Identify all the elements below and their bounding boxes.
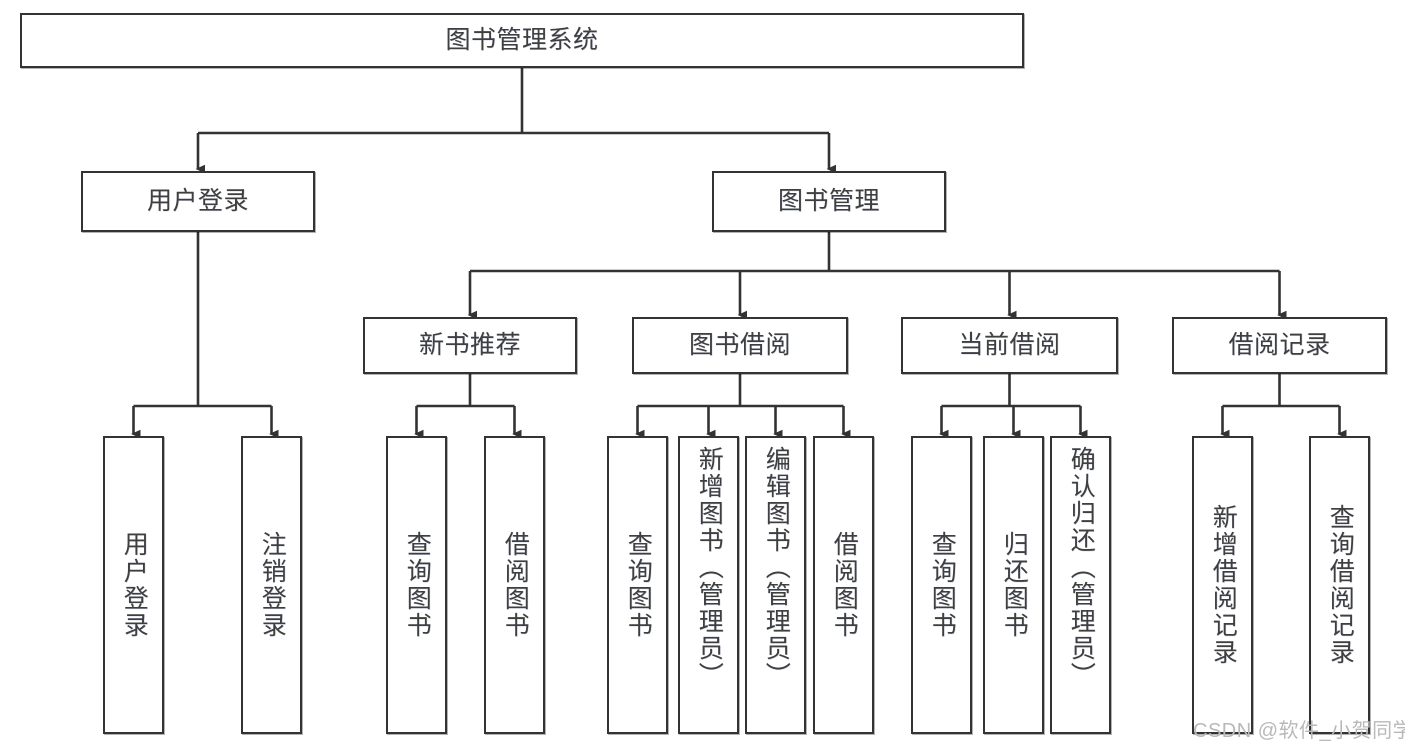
node-label-leaf-user-login: 用户登录	[120, 531, 149, 639]
node-leaf-query-record[interactable]: 查询借阅记录	[1309, 436, 1370, 734]
node-label-leaf-return-book: 归还图书	[1000, 531, 1029, 639]
node-leaf-return-book[interactable]: 归还图书	[983, 436, 1044, 734]
node-label-user-login: 用户登录	[146, 186, 249, 215]
node-user-login[interactable]: 用户登录	[81, 171, 315, 232]
node-book-borrow[interactable]: 图书借阅	[632, 317, 848, 374]
node-label-borrow-record: 借阅记录	[1228, 330, 1331, 359]
node-label-leaf-query-book-2: 查询图书	[624, 531, 653, 639]
node-label-book-manage: 图书管理	[777, 186, 880, 215]
node-borrow-record[interactable]: 借阅记录	[1172, 317, 1387, 374]
node-label-root: 图书管理系统	[445, 25, 599, 54]
node-label-leaf-add-record: 新增借阅记录	[1209, 504, 1238, 666]
node-label-book-borrow: 图书借阅	[688, 330, 791, 359]
edge-bus-borrow-record	[1222, 374, 1340, 408]
edge-bus-root	[198, 68, 829, 135]
edge-bus-user-login	[133, 232, 272, 408]
node-book-manage[interactable]: 图书管理	[712, 171, 946, 232]
node-current-borrow[interactable]: 当前借阅	[901, 317, 1118, 374]
node-leaf-add-record[interactable]: 新增借阅记录	[1192, 436, 1253, 734]
node-label-leaf-confirm-return: 确认归还（管理员）	[1067, 446, 1096, 689]
node-leaf-borrow-book-2[interactable]: 借阅图书	[813, 436, 874, 734]
node-leaf-confirm-return[interactable]: 确认归还（管理员）	[1050, 436, 1111, 734]
node-label-leaf-query-record: 查询借阅记录	[1326, 504, 1355, 666]
node-label-new-book-recommend: 新书推荐	[418, 330, 521, 359]
edge-bus-book-manage	[470, 232, 1280, 273]
node-leaf-borrow-book-1[interactable]: 借阅图书	[484, 436, 545, 734]
node-leaf-add-book[interactable]: 新增图书（管理员）	[678, 436, 739, 734]
edge-bus-current-borrow	[941, 374, 1081, 408]
node-label-leaf-add-book: 新增图书（管理员）	[695, 446, 724, 689]
node-leaf-query-book-2[interactable]: 查询图书	[607, 436, 668, 734]
edge-bus-book-borrow	[637, 374, 844, 408]
node-label-leaf-edit-book: 编辑图书（管理员）	[762, 446, 791, 689]
watermark-text: CSDN @软件_小贺同学	[1193, 720, 1405, 742]
node-label-leaf-query-book-1: 查询图书	[403, 531, 432, 639]
node-label-leaf-borrow-book-2: 借阅图书	[830, 531, 859, 639]
edge-layer	[131, 68, 1347, 439]
node-leaf-query-book-3[interactable]: 查询图书	[911, 436, 972, 734]
node-leaf-query-book-1[interactable]: 查询图书	[386, 436, 447, 734]
node-leaf-user-logout[interactable]: 注销登录	[241, 436, 302, 734]
node-label-leaf-borrow-book-1: 借阅图书	[501, 531, 530, 639]
node-leaf-edit-book[interactable]: 编辑图书（管理员）	[745, 436, 806, 734]
edge-bus-new-book-recommend	[416, 374, 515, 408]
node-root[interactable]: 图书管理系统	[20, 13, 1024, 68]
node-label-current-borrow: 当前借阅	[958, 330, 1061, 359]
node-new-book-recommend[interactable]: 新书推荐	[363, 317, 577, 374]
node-leaf-user-login[interactable]: 用户登录	[103, 436, 164, 734]
node-label-leaf-query-book-3: 查询图书	[928, 531, 957, 639]
node-label-leaf-user-logout: 注销登录	[258, 531, 287, 639]
